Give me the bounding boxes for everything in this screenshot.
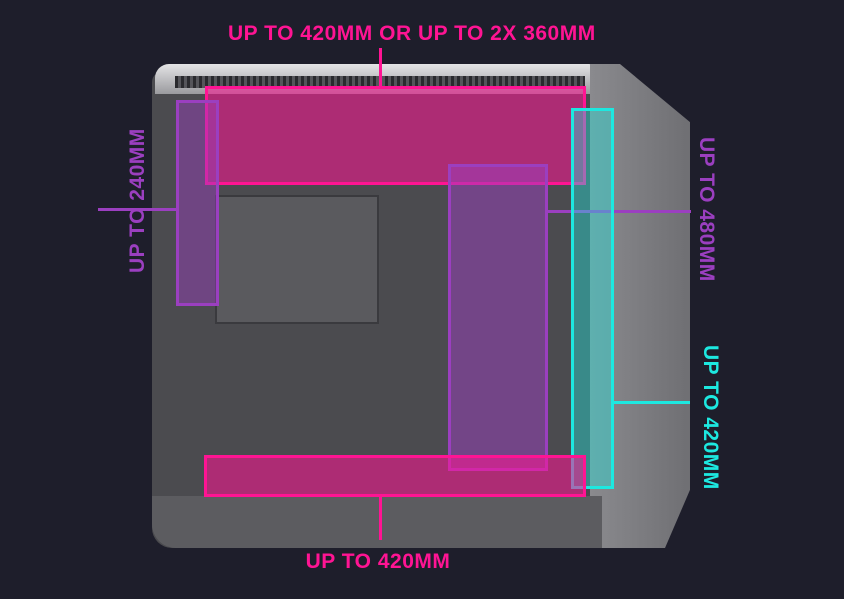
rear-radiator-zone <box>176 100 219 306</box>
case-front-panel <box>590 64 690 548</box>
front-radiator-label: UP TO 420MM <box>699 345 722 490</box>
bottom-radiator-label: UP TO 420MM <box>305 550 451 573</box>
rear-leader-line <box>98 208 177 211</box>
middle-leader-line <box>547 210 691 213</box>
front-radiator-zone <box>571 108 614 489</box>
motherboard-tray-cutout <box>215 195 379 324</box>
case-bottom-base <box>152 496 602 548</box>
middle-radiator-zone <box>448 164 548 471</box>
top-leader-line <box>379 48 382 87</box>
bottom-leader-line <box>379 496 382 540</box>
rear-radiator-label: UP TO 240MM <box>126 128 149 273</box>
middle-radiator-label: UP TO 480MM <box>695 137 718 282</box>
front-leader-line <box>613 401 690 404</box>
top-radiator-label: UP TO 420MM OR UP TO 2X 360MM <box>228 22 596 45</box>
bottom-radiator-zone <box>204 455 586 497</box>
